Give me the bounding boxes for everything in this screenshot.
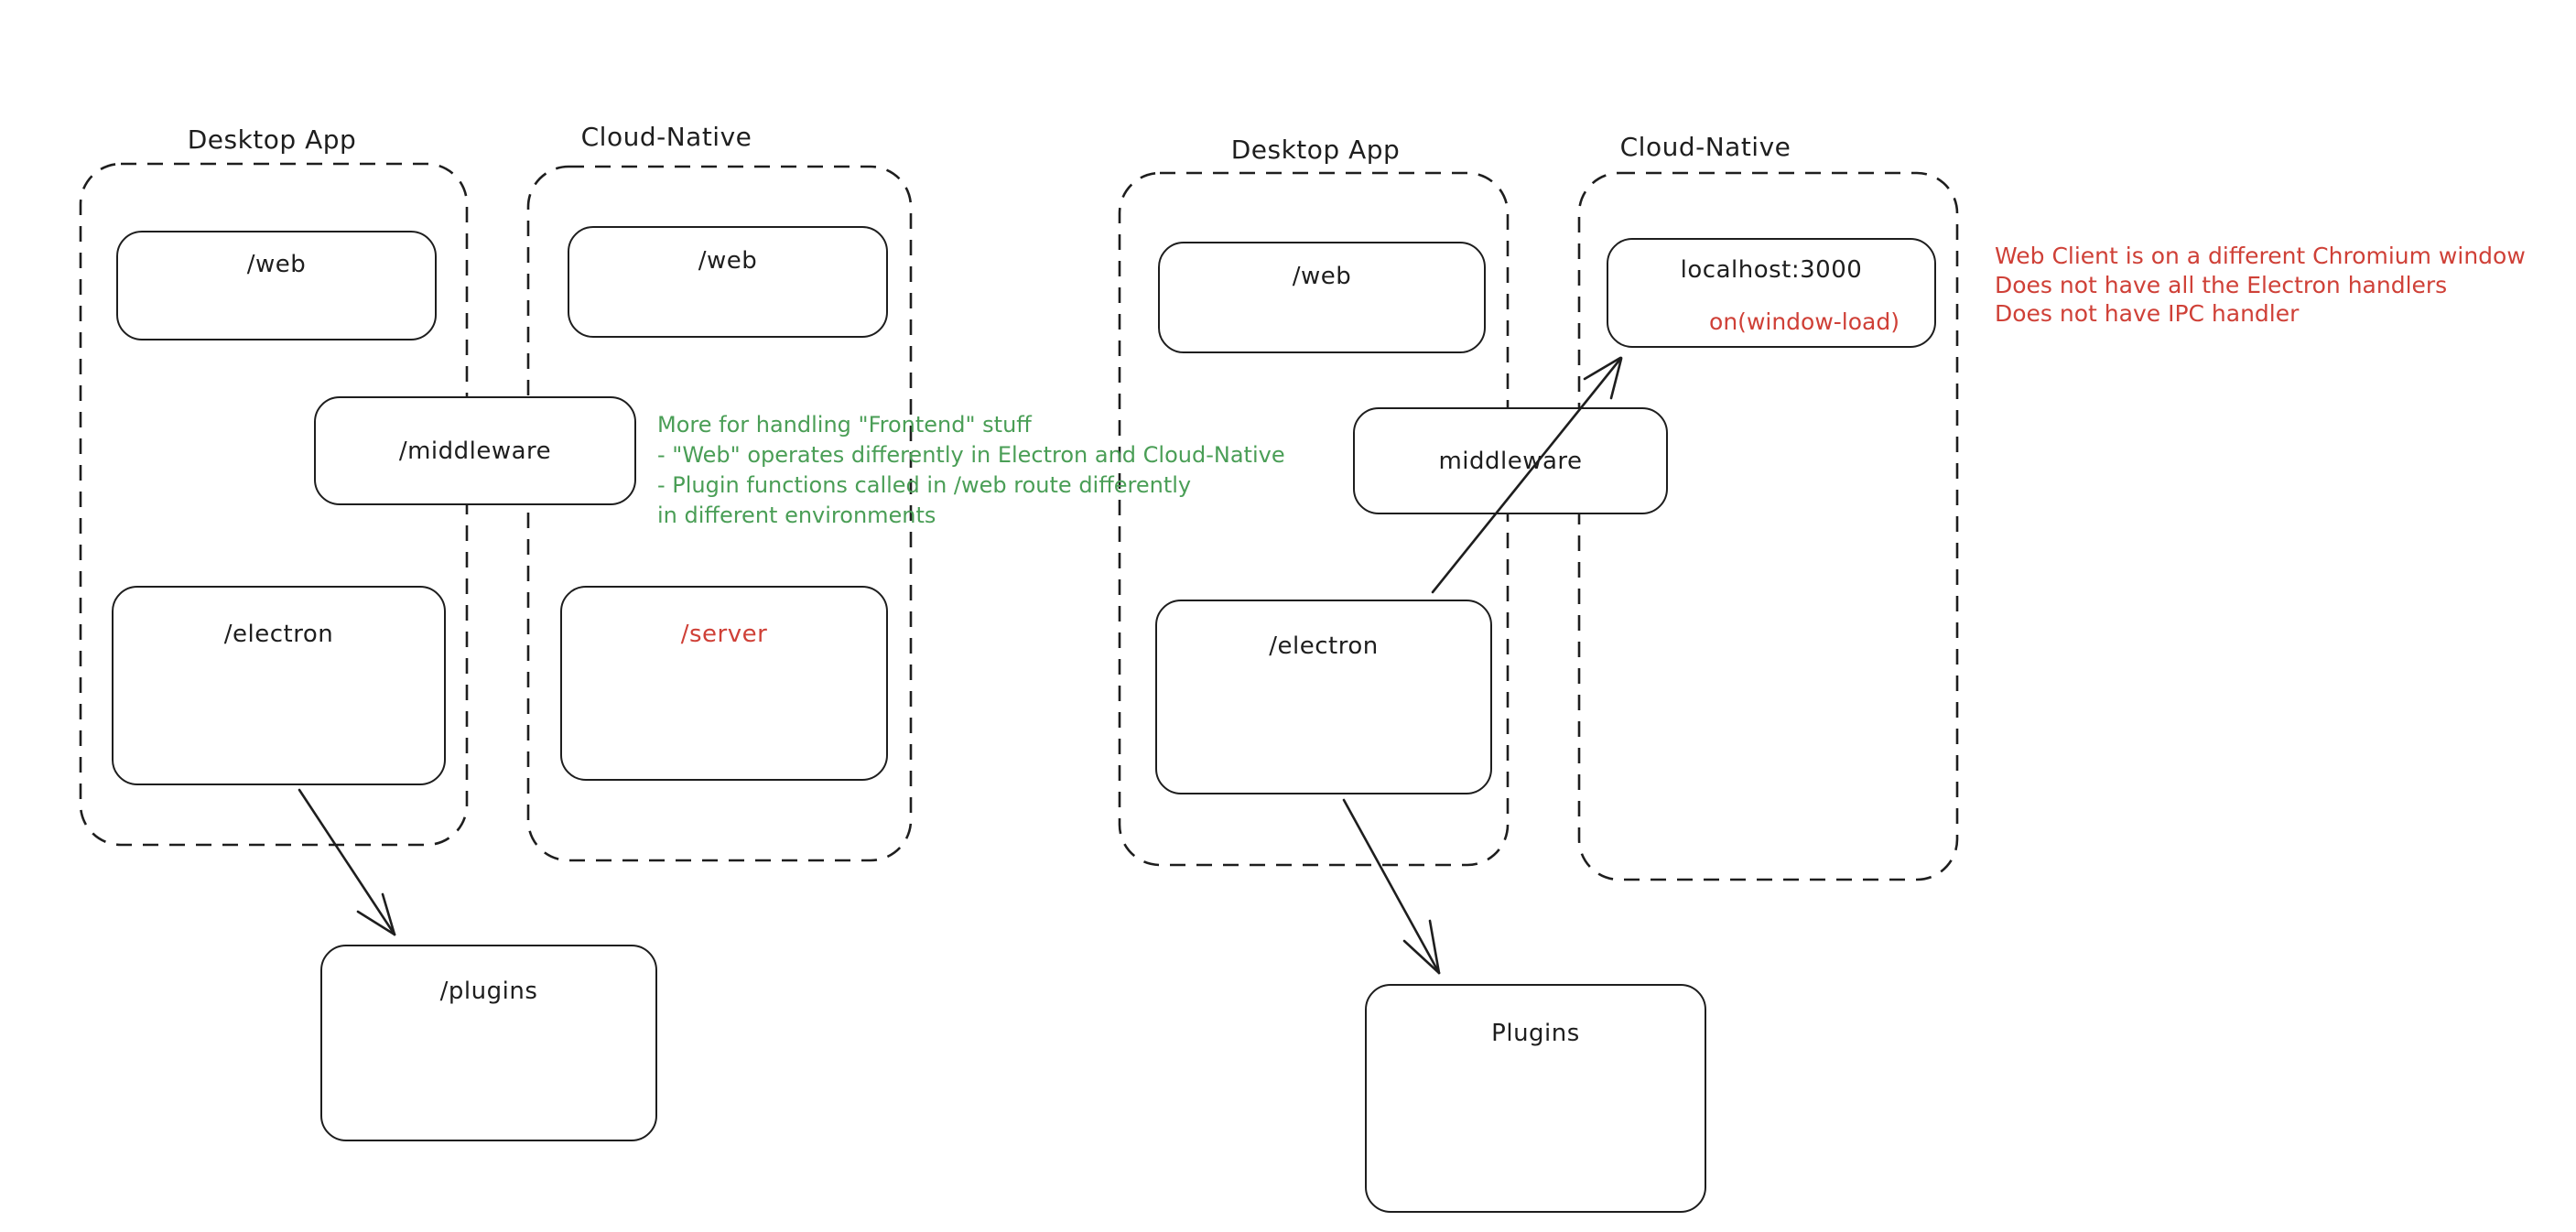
- red-annotation-line: Web Client is on a different Chromium wi…: [1995, 243, 2526, 269]
- group-title-cloud-right[interactable]: Cloud-Native: [1619, 132, 1791, 162]
- group-title-desktop-left[interactable]: Desktop App: [187, 124, 357, 155]
- arrow-electron-to-plugins-right[interactable]: [1342, 798, 1441, 975]
- server-box-left-label: /server: [680, 621, 768, 648]
- red-annotation-line: Does not have all the Electron handlers: [1995, 271, 2448, 298]
- red-annotation[interactable]: Web Client is on a different Chromium wi…: [1995, 242, 2526, 329]
- web-box-cloud-left[interactable]: /web: [568, 226, 888, 338]
- green-annotation-line: - "Web" operates differently in Electron…: [657, 442, 1285, 468]
- web-box-desktop-left-label: /web: [246, 251, 307, 278]
- plugins-box-right-label: Plugins: [1491, 1020, 1580, 1047]
- green-annotation-line: More for handling "Frontend" stuff: [657, 412, 1032, 438]
- localhost-box-label: localhost:3000: [1680, 256, 1863, 284]
- arrow-electron-to-plugins-left[interactable]: [298, 788, 396, 936]
- green-annotation-line: - Plugin functions called in /web route …: [657, 472, 1192, 498]
- web-box-cloud-left-label: /web: [698, 247, 758, 275]
- plugins-box-left-label: /plugins: [439, 978, 538, 1005]
- red-annotation-line: Does not have IPC handler: [1995, 300, 2300, 327]
- server-box-left[interactable]: /server: [560, 586, 888, 781]
- middleware-box-left[interactable]: /middleware: [314, 396, 636, 505]
- middleware-box-right[interactable]: middleware: [1353, 407, 1668, 514]
- electron-box-left[interactable]: /electron: [112, 586, 446, 785]
- green-annotation-line: in different environments: [657, 503, 936, 528]
- electron-box-right[interactable]: /electron: [1155, 600, 1492, 794]
- web-box-desktop-right-label: /web: [1292, 263, 1352, 290]
- localhost-window-load-label: on(window-load): [1709, 308, 1900, 335]
- plugins-box-left[interactable]: /plugins: [320, 945, 657, 1141]
- electron-box-left-label: /electron: [223, 621, 334, 648]
- web-box-desktop-left[interactable]: /web: [116, 231, 437, 340]
- group-title-desktop-right[interactable]: Desktop App: [1230, 135, 1401, 165]
- electron-box-right-label: /electron: [1269, 632, 1379, 660]
- plugins-box-right[interactable]: Plugins: [1365, 984, 1706, 1213]
- group-title-cloud-left[interactable]: Cloud-Native: [580, 122, 752, 152]
- middleware-box-left-label: /middleware: [398, 437, 552, 465]
- green-annotation[interactable]: More for handling "Frontend" stuff - "We…: [657, 410, 1285, 531]
- localhost-box[interactable]: localhost:3000 on(window-load): [1607, 238, 1936, 348]
- middleware-box-right-label: middleware: [1438, 447, 1583, 475]
- web-box-desktop-right[interactable]: /web: [1158, 242, 1486, 353]
